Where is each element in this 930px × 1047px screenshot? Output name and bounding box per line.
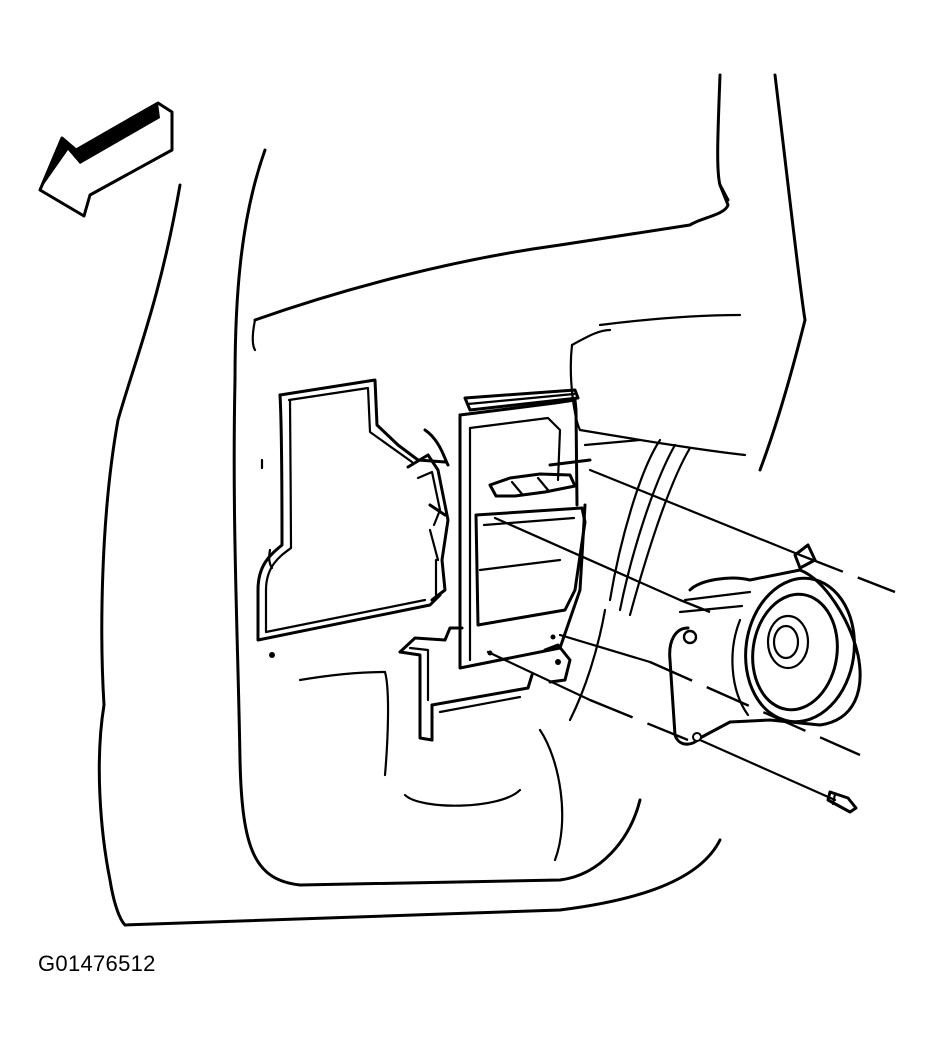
figure-id-label: G01476512 — [38, 951, 156, 976]
speaker-icon — [668, 543, 862, 746]
arrow-front-icon — [38, 101, 174, 218]
screw-icon — [826, 790, 858, 814]
door-inner-panel — [232, 73, 747, 887]
trim-cutout-lower — [398, 626, 572, 742]
bracket — [406, 428, 450, 602]
door-outer — [97, 73, 807, 927]
speaker-mounting-frame — [458, 388, 592, 670]
door-contour-lines — [568, 438, 692, 722]
trim-cutout-left — [256, 378, 447, 658]
